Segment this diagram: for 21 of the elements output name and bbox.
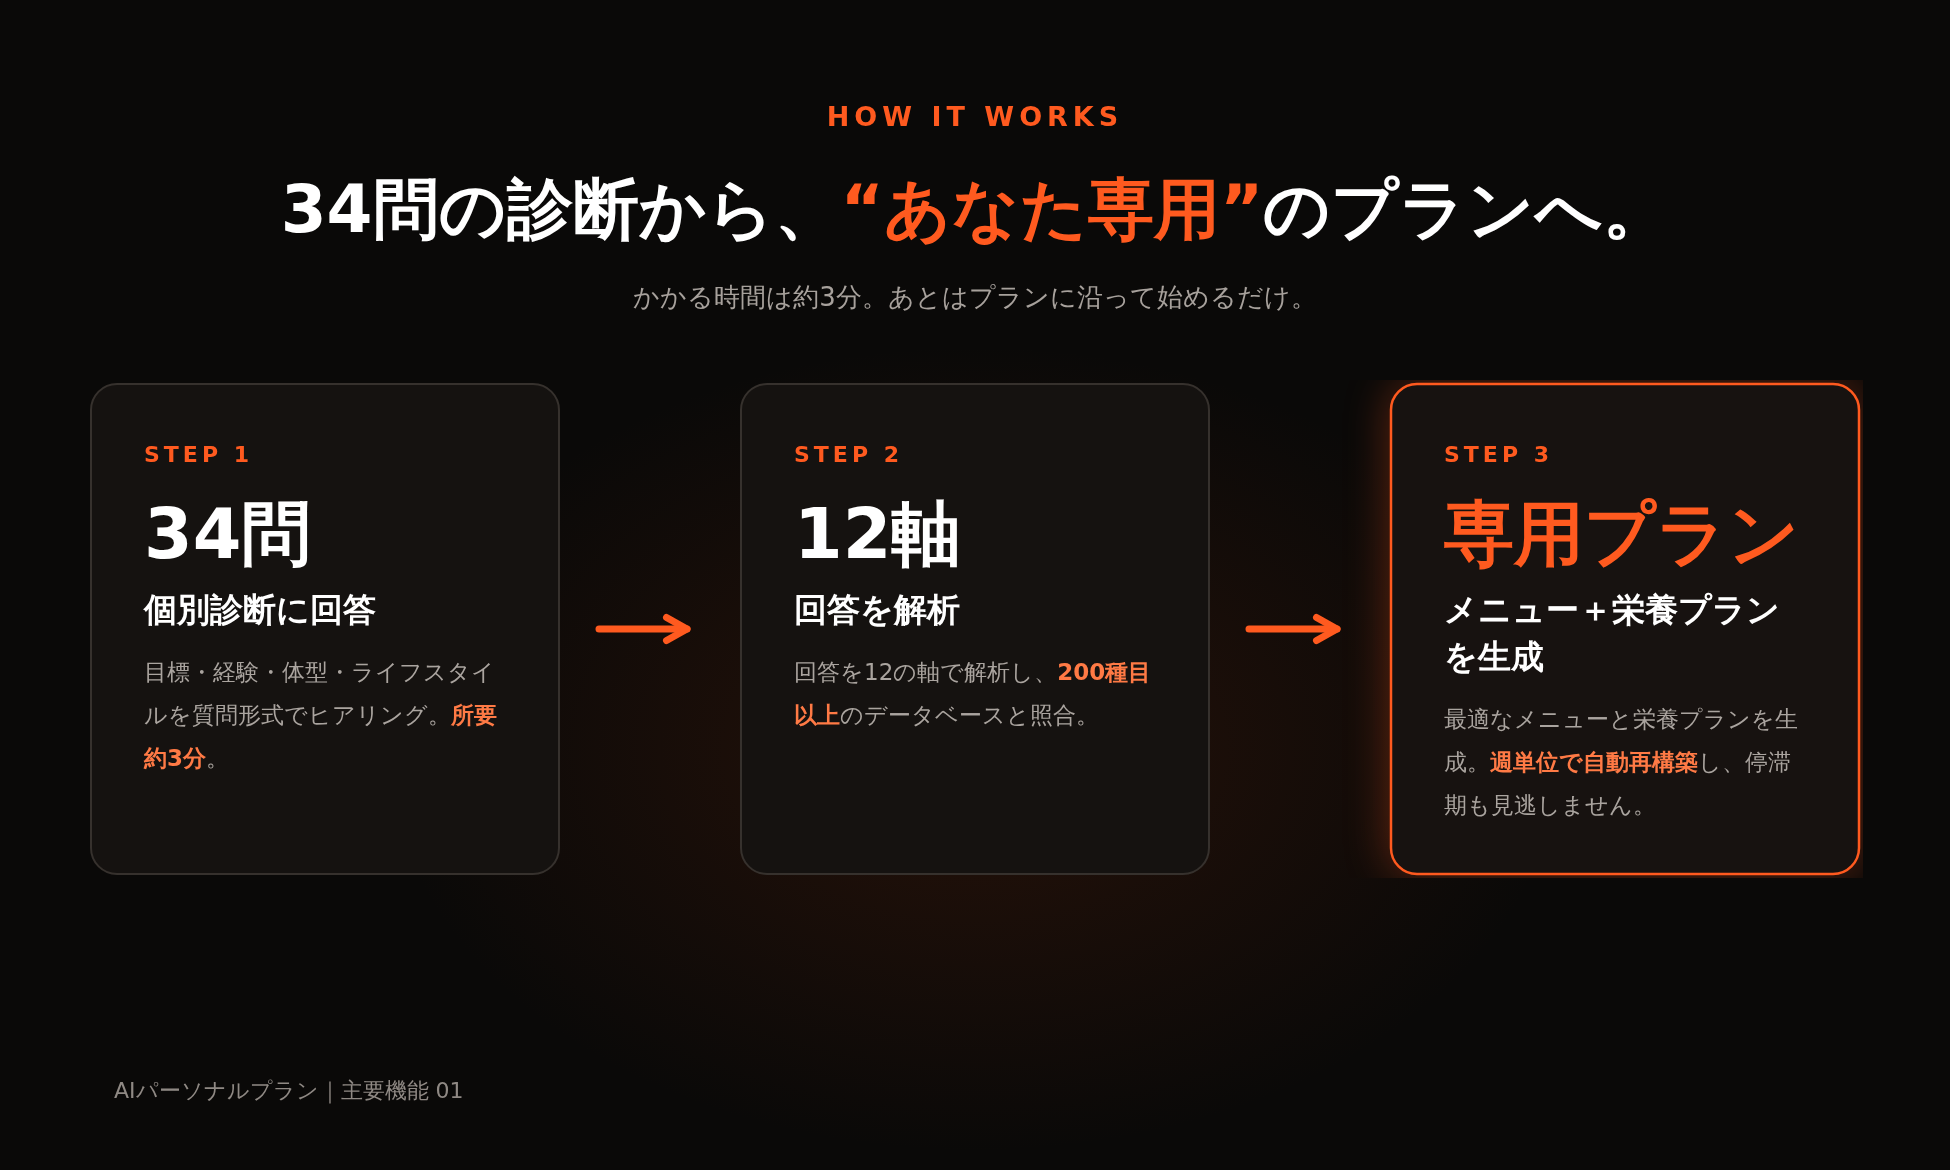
step-card bbox=[90, 383, 560, 875]
step-label: STEP 2 bbox=[794, 441, 904, 469]
step-number: 専用プラン bbox=[1444, 492, 1801, 576]
step-label: STEP 3 bbox=[1444, 441, 1554, 469]
step-card bbox=[740, 383, 1210, 875]
page-title: 34問の診断から、“あなた専用”のプランへ。 bbox=[280, 170, 1670, 250]
step-description: 最適なメニューと栄養プランを生成。週単位で自動再構築し、停滞期も見逃しません。 bbox=[1444, 705, 1799, 820]
step-label: STEP 1 bbox=[144, 441, 254, 469]
step-card bbox=[1389, 382, 1861, 876]
eyebrow-label: HOW IT WORKS bbox=[826, 100, 1124, 134]
step-number: 34問 bbox=[144, 492, 313, 576]
step-number: 12軸 bbox=[794, 492, 963, 576]
footer-text: AIパーソナルプラン｜主要機能 01 bbox=[114, 1077, 464, 1106]
step-description: 目標・経験・体型・ライフスタイルを質問形式でヒアリング。所要約3分。 bbox=[144, 658, 498, 773]
arrow bbox=[1245, 613, 1341, 645]
step-heading: 回答を解析 bbox=[794, 589, 961, 631]
step-heading: 個別診断に回答 bbox=[144, 589, 377, 631]
step-heading: メニュー＋栄養プランを生成 bbox=[1444, 589, 1781, 678]
step-description: 回答を12の軸で解析し、200種目以上のデータベースと照合。 bbox=[794, 658, 1153, 730]
arrow bbox=[595, 613, 691, 645]
subtitle: かかる時間は約3分。あとはプランに沿って始めるだけ。 bbox=[633, 281, 1317, 314]
